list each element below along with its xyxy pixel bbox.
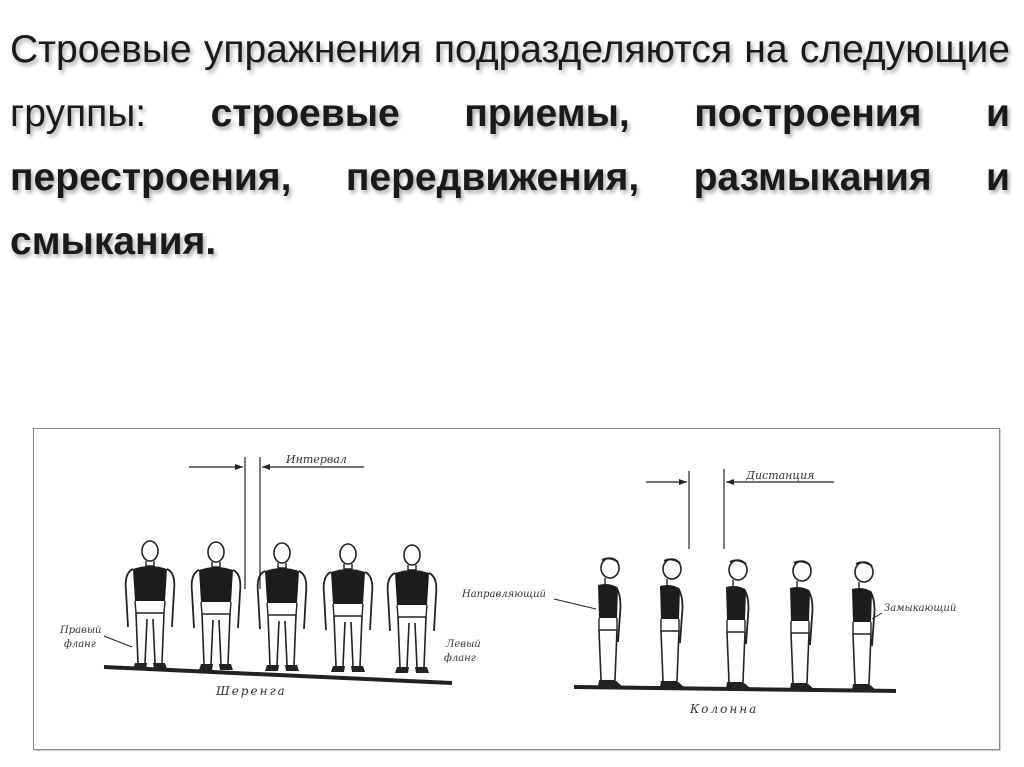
intro-text: Строевые упражнения подразделяются на сл… [10,28,1010,135]
closing-pointer [871,612,883,620]
soldier-figure [386,544,438,674]
groups-list-text: строевые приемы, построения и перестроен… [10,92,1010,263]
arrowhead-icon [726,479,734,485]
soldier-figure [659,558,685,688]
soldier-figure [322,543,374,673]
slide-paragraph: Строевые упражнения подразделяются на сл… [10,18,1010,274]
soldier-figure [851,561,877,691]
right-flank-label: Правый [59,625,102,636]
soldier-figure [124,540,176,670]
soldier-figure [725,559,751,689]
distance-label: Дистанция [745,469,814,482]
ground-line [573,685,897,693]
left-flank-label: Левый [445,639,481,650]
leading-label: Направляющий [461,589,546,600]
left-flank-label: фланг [444,653,476,664]
arrowhead-icon [262,464,270,470]
line-formation-caption: Шеренга [215,684,287,698]
formations-illustration: Интервал Правый фланг Левый фланг Шеренг… [33,428,1000,750]
interval-label: Интервал [285,453,347,466]
right-flank-label: фланг [64,639,96,650]
soldier-figure [597,557,623,687]
leading-pointer [553,598,597,610]
arrowhead-icon [679,479,687,485]
ground-line [103,665,453,685]
line-formation-diagram: Интервал Правый фланг Левый фланг Шеренг… [59,453,481,698]
arrowhead-icon [235,464,243,470]
column-formation-caption: Колонна [689,702,758,716]
right-flank-pointer [103,635,133,648]
column-formation-diagram: Дистанция Направляющий Замыкающий Колонн… [461,469,956,716]
soldier-figure [256,542,308,672]
closing-label: Замыкающий [884,603,956,614]
soldier-figure [190,541,242,671]
soldier-figure [789,560,815,690]
